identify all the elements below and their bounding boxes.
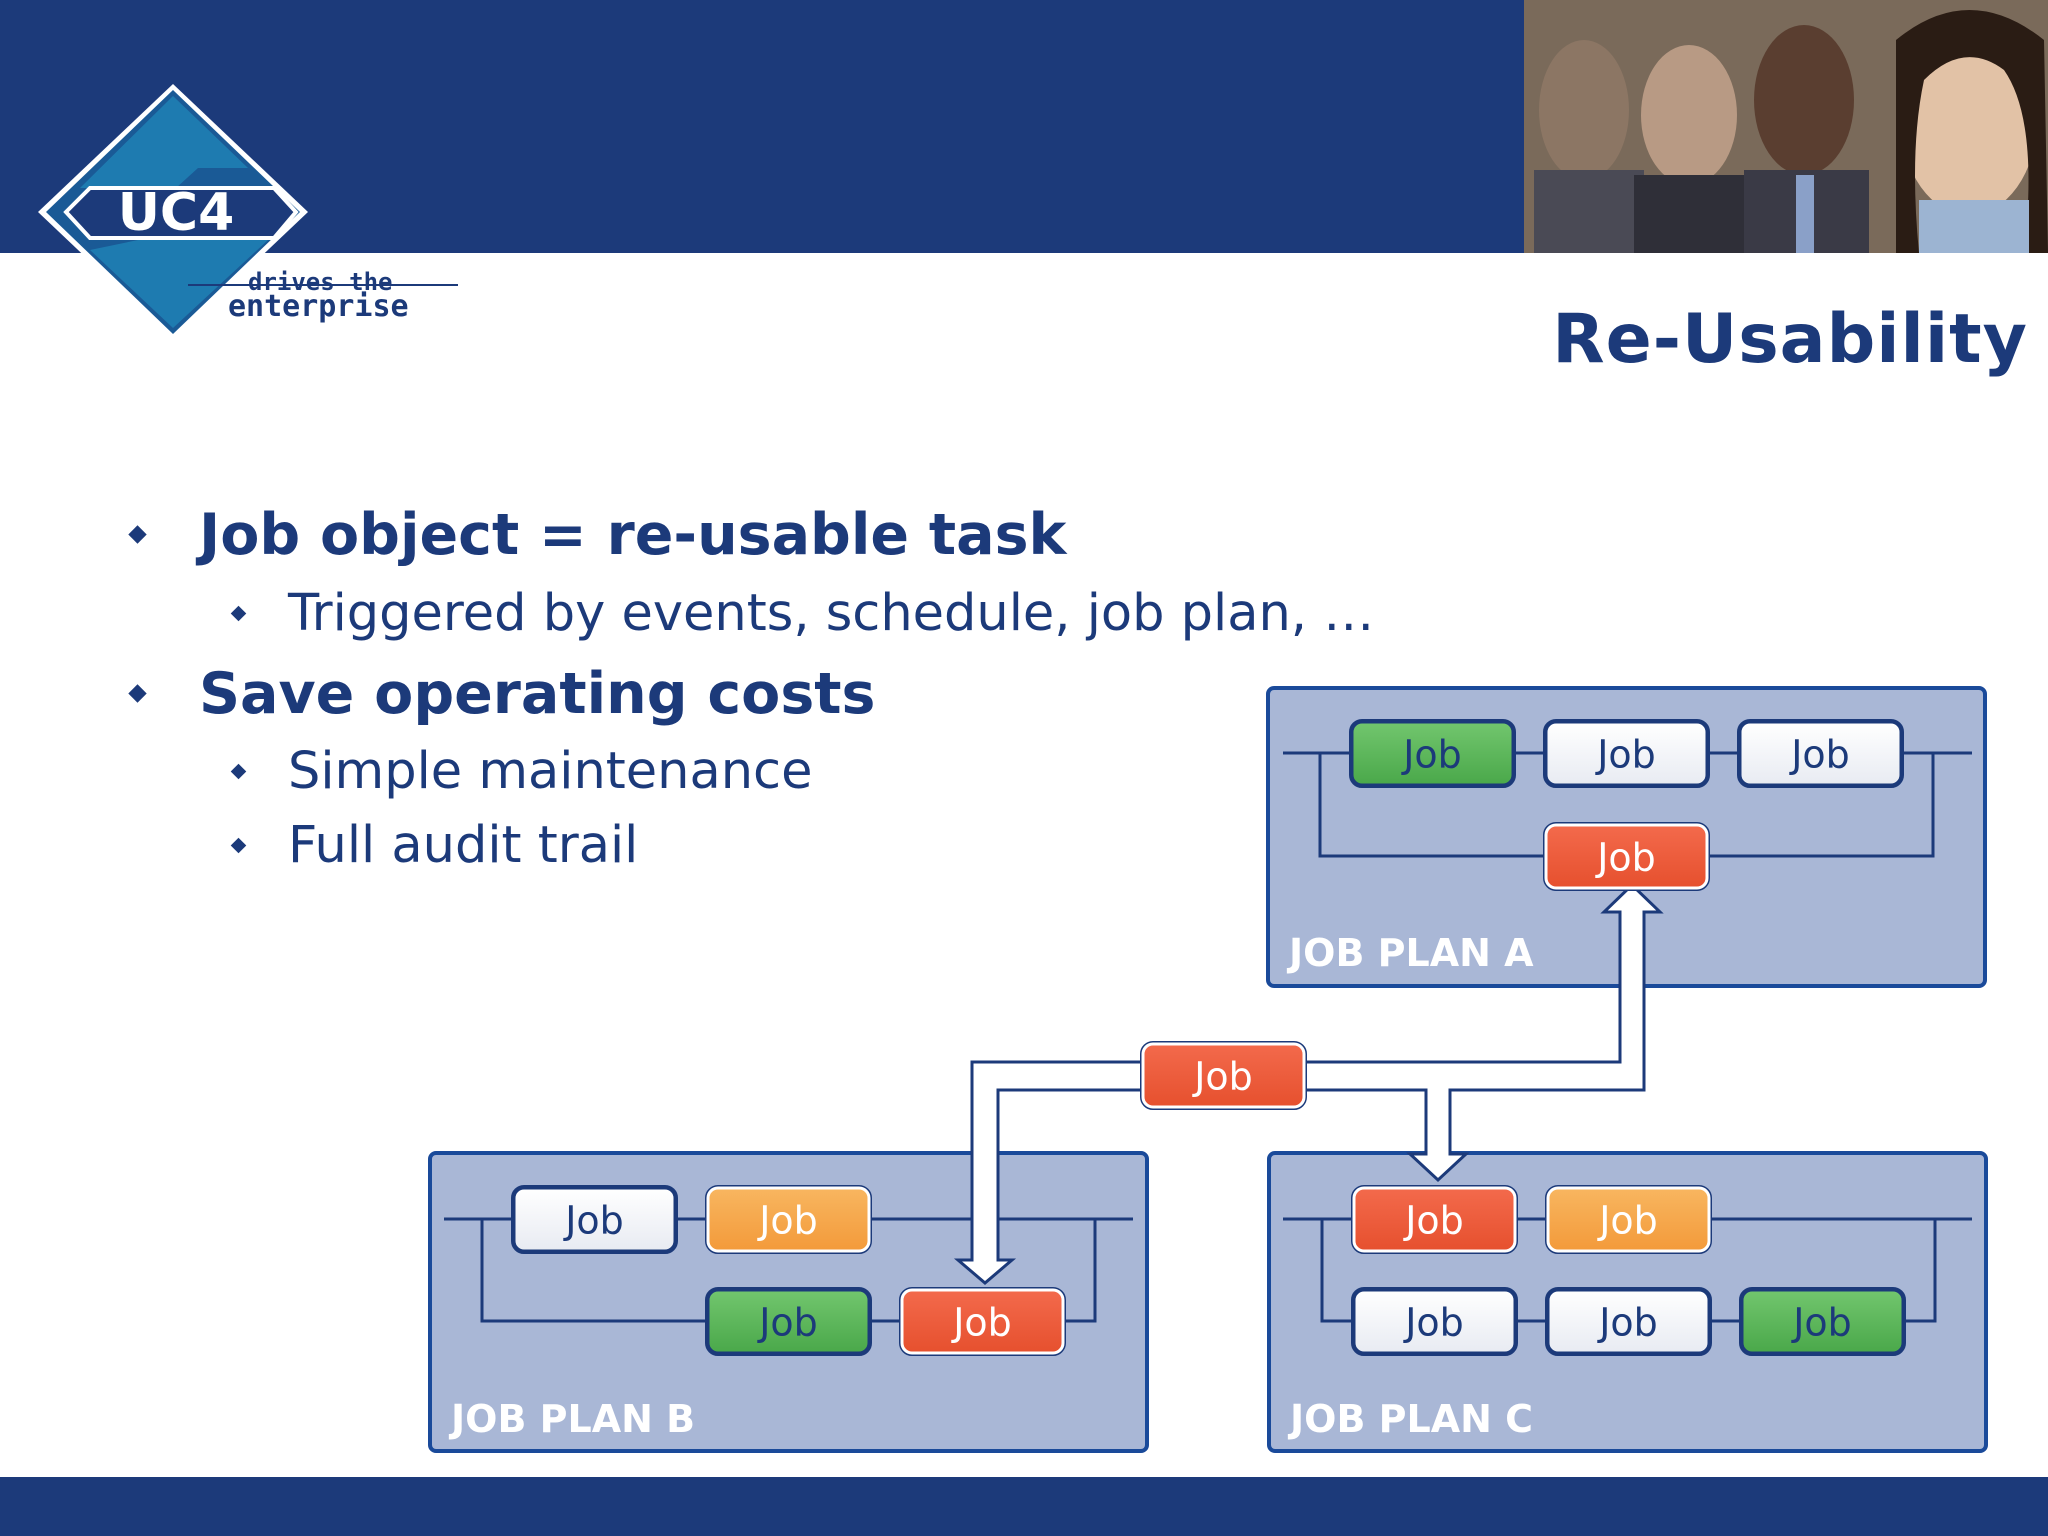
job-box-plan-b-4: Job	[899, 1287, 1066, 1356]
job-label: Job	[1597, 1199, 1658, 1243]
job-plan-a-label: JOB PLAN A	[1286, 931, 1534, 975]
bullet-text: Save operating costs	[199, 661, 876, 727]
job-label: Job	[1401, 733, 1462, 777]
job-plan-b-label: JOB PLAN B	[448, 1397, 695, 1441]
shared-job-box: Job	[1140, 1041, 1307, 1110]
job-box-plan-c-4: Job	[1545, 1287, 1712, 1356]
job-label: Job	[1595, 733, 1656, 777]
job-label: Job	[1403, 1199, 1464, 1243]
job-label: Job	[1595, 836, 1656, 880]
job-label: Job	[951, 1301, 1012, 1345]
job-label: Job	[1192, 1055, 1253, 1099]
job-box-plan-b-3: Job	[705, 1287, 872, 1356]
slide-title: Re-Usability	[1552, 300, 2028, 379]
logo-tagline-1: drives the	[248, 268, 393, 296]
job-box-plan-c-5: Job	[1739, 1287, 1906, 1356]
job-box-plan-a-1: Job	[1349, 719, 1516, 788]
job-label: Job	[1789, 733, 1850, 777]
flow-arrows	[953, 882, 1664, 1285]
uc4-logo: UC4 drives the enterprise	[38, 80, 468, 345]
bullet-text: Full audit trail	[288, 816, 639, 875]
job-label: Job	[757, 1301, 818, 1345]
bullet-text: Triggered by events, schedule, job plan,…	[288, 584, 1375, 643]
plan-b-connectors	[444, 1217, 1133, 1323]
job-box-plan-c-2: Job	[1545, 1185, 1712, 1254]
plan-a-connectors	[1283, 751, 1972, 858]
bullet-text: Simple maintenance	[288, 742, 813, 801]
job-box-plan-b-2: Job	[705, 1185, 872, 1254]
job-box-plan-a-3: Job	[1737, 719, 1904, 788]
footer-band	[0, 1477, 2048, 1536]
job-plan-c-label: JOB PLAN C	[1287, 1397, 1533, 1441]
header-photo	[1524, 0, 2048, 253]
job-box-plan-c-1: Job	[1351, 1185, 1518, 1254]
job-label: Job	[1791, 1301, 1852, 1345]
job-label: Job	[1403, 1301, 1464, 1345]
logo-name: UC4	[118, 183, 235, 243]
plan-c-connectors	[1283, 1217, 1972, 1323]
job-box-plan-b-1: Job	[511, 1185, 678, 1254]
job-box-plan-a-2: Job	[1543, 719, 1710, 788]
job-box-plan-a-4: Job	[1543, 822, 1710, 891]
logo-tagline-2: enterprise	[228, 289, 409, 324]
job-box-plan-c-3: Job	[1351, 1287, 1518, 1356]
job-label: Job	[563, 1199, 624, 1243]
job-label: Job	[757, 1199, 818, 1243]
bullet-text: Job object = re-usable task	[199, 502, 1067, 568]
job-label: Job	[1597, 1301, 1658, 1345]
